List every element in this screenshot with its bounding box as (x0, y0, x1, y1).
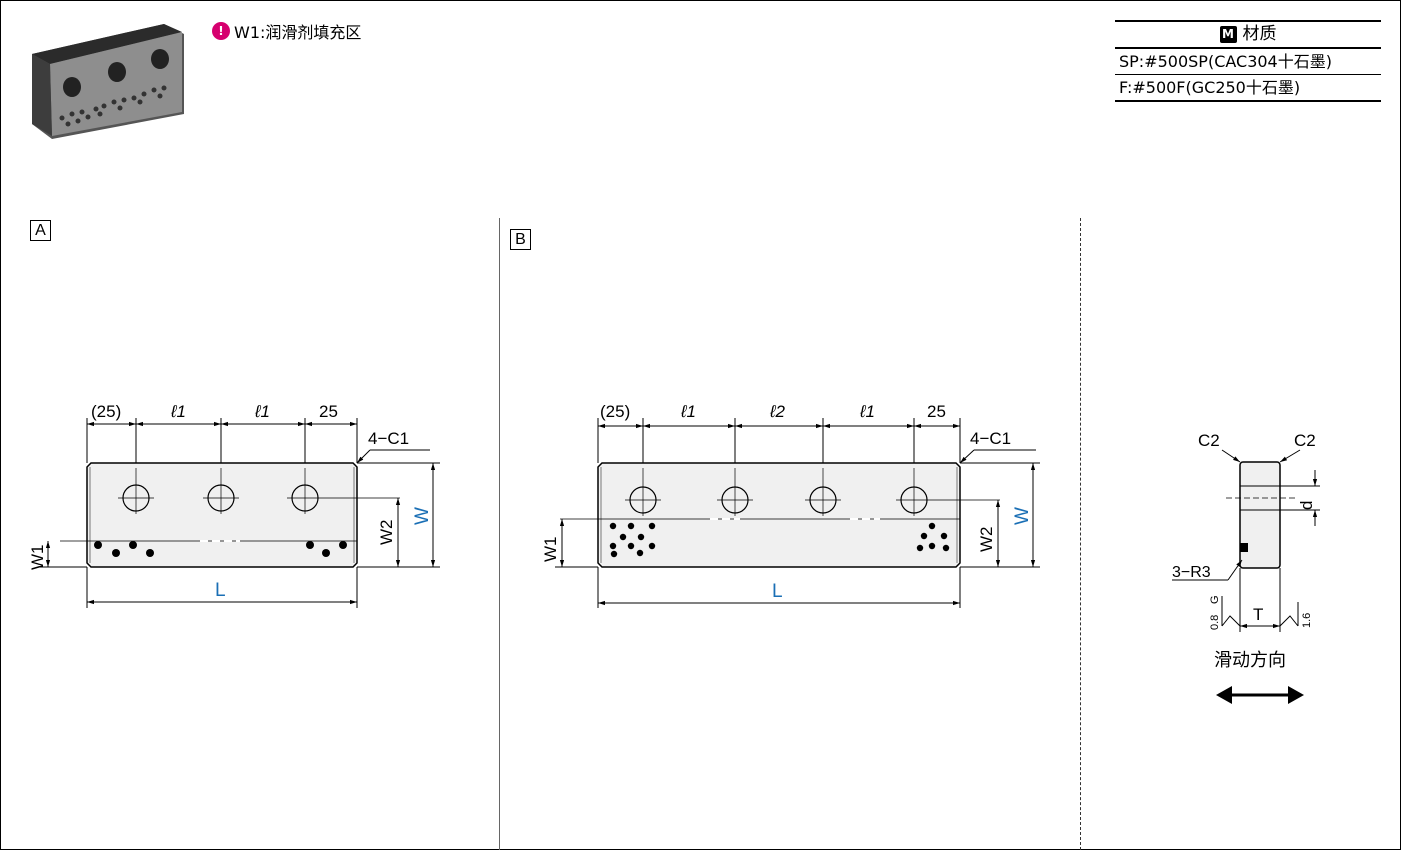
plate-outline-b (597, 462, 961, 568)
bolt-hole-a-2 (203, 468, 239, 514)
dim-a-l: L (215, 580, 226, 601)
dim-b-chamfer: 4−C1 (970, 429, 1011, 448)
material-header-label: 材质 (1242, 24, 1277, 44)
side-r: 3−R3 (1172, 564, 1211, 581)
sliding-direction-label: 滑动方向 (1214, 650, 1286, 670)
dim-a-chamfer: 4−C1 (368, 429, 409, 448)
material-table: M 材质 SP:#500SP(CAC304十石墨) F:#500F(GC250十石… (1115, 20, 1381, 102)
dim-a-25-paren: (25) (91, 402, 121, 421)
dim-a-w: W (412, 507, 433, 525)
dim-b-w2: W2 (977, 527, 996, 553)
dim-a-w2: W2 (377, 520, 396, 546)
material-m-icon: M (1219, 26, 1237, 43)
separator-solid (499, 218, 500, 850)
bolt-hole-a-1 (118, 468, 154, 514)
side-block (1239, 461, 1281, 569)
view-a-label: A (30, 220, 51, 241)
double-arrow-icon (1216, 686, 1304, 704)
dim-b-l2: ℓ2 (769, 402, 785, 421)
bolt-hole-b-4 (896, 468, 932, 516)
lubricant-note-text: W1:润滑剂填充区 (234, 23, 362, 42)
side-g: G (1209, 595, 1221, 604)
side-rough-08: 0.8 (1209, 615, 1221, 630)
dim-b-w: W (1012, 507, 1033, 525)
dim-b-25-paren: (25) (600, 402, 630, 421)
bolt-hole-a-3 (287, 468, 323, 514)
dim-b-l1-2: ℓ1 (859, 402, 875, 421)
lubricant-dots-b (609, 522, 950, 558)
side-d: d (1297, 501, 1316, 510)
dim-a-25: 25 (319, 402, 338, 421)
lubricant-slot (1240, 543, 1248, 552)
dim-b-25: 25 (927, 402, 946, 421)
separator-dashed (1080, 218, 1081, 850)
side-c2-left: C2 (1198, 431, 1220, 450)
bolt-hole-b-3 (805, 468, 841, 516)
dim-a-l1-2: ℓ1 (254, 402, 270, 421)
bolt-hole-b-1 (625, 468, 661, 516)
side-t: T (1253, 605, 1263, 624)
dim-b-w1: W1 (541, 537, 560, 563)
view-b-drawing: (25) ℓ1 ℓ2 ℓ1 25 4−C1 L W W2 W1 (541, 402, 1040, 608)
info-marker-icon: ! (212, 22, 230, 40)
plate-outline-a (86, 462, 358, 568)
side-view-drawing: C2 C2 d 3−R3 T G 0.8 1.6 滑动方向 (1172, 431, 1320, 704)
material-header: M 材质 (1115, 22, 1381, 49)
lubricant-note: ! W1:润滑剂填充区 (212, 19, 361, 43)
lubricant-dots-a (94, 541, 347, 557)
view-b-label: B (510, 229, 531, 250)
dim-a-w1: W1 (28, 545, 47, 571)
view-a-drawing: (25) ℓ1 ℓ1 25 4−C1 L W W2 W1 (28, 402, 440, 608)
material-row-f: F:#500F(GC250十石墨) (1115, 75, 1381, 102)
material-row-sp: SP:#500SP(CAC304十石墨) (1115, 49, 1381, 75)
dim-b-l: L (772, 581, 783, 602)
product-photo (32, 24, 184, 139)
dim-a-l1-1: ℓ1 (170, 402, 186, 421)
bolt-hole-b-2 (717, 468, 753, 516)
side-c2-right: C2 (1294, 431, 1316, 450)
dim-b-l1-1: ℓ1 (680, 402, 696, 421)
side-rough-16: 1.6 (1301, 613, 1313, 628)
